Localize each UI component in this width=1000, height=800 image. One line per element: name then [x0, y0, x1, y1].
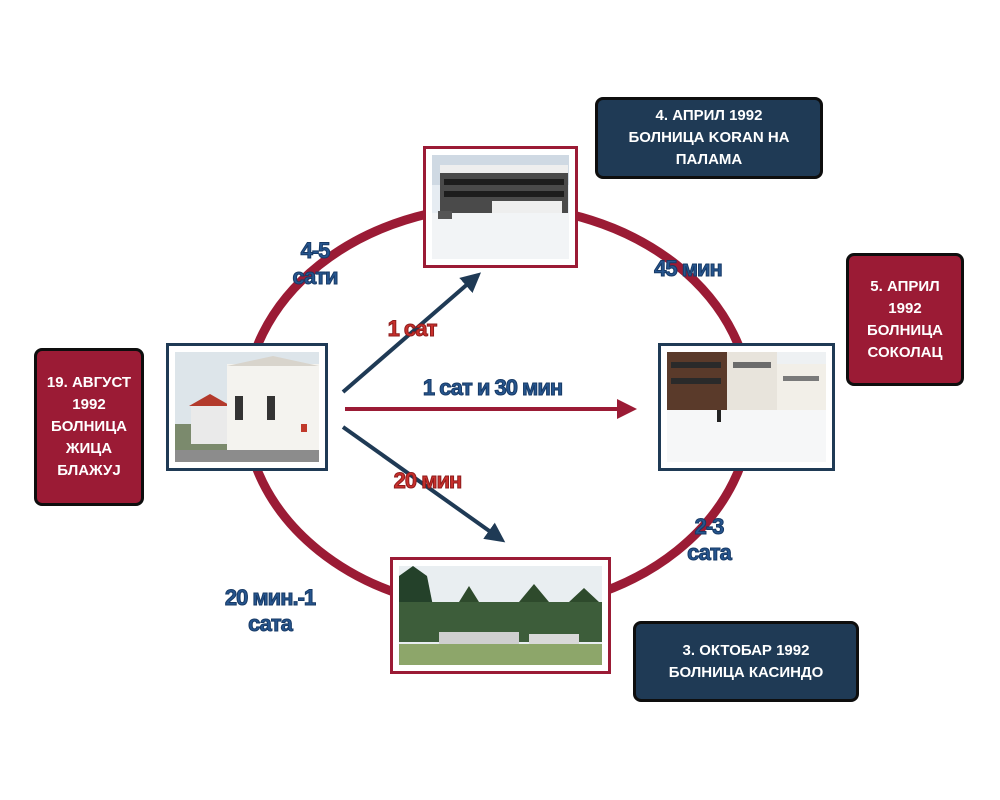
- arrow-to-koran: [341, 272, 482, 394]
- zica-building-image: [175, 352, 319, 462]
- kasindo-building-image: [399, 566, 602, 665]
- time-zica-to-koran: 4-5 сати: [292, 238, 339, 290]
- time-arrow-kasindo: 20 мин: [393, 468, 463, 494]
- koran-building-image: [432, 155, 569, 259]
- photo-hospital-kasindo: [390, 557, 611, 674]
- arrow-to-kasindo: [341, 425, 506, 543]
- label-kasindo-hospital: 3. ОКТОБАР 1992 БОЛНИЦА КАСИНДО: [633, 621, 859, 702]
- label-sokolac-hospital: 5. АПРИЛ 1992 БОЛНИЦА СОКОЛАЦ: [846, 253, 964, 386]
- time-arrow-koran: 1 сат: [387, 316, 438, 342]
- photo-hospital-koran: [423, 146, 578, 268]
- sokolac-building-image: [667, 352, 826, 462]
- label-zica-hospital: 19. АВГУСТ 1992 БОЛНИЦА ЖИЦА БЛАЖУЈ: [34, 348, 144, 506]
- time-kasindo-to-zica: 20 мин.-1 сата: [224, 585, 316, 637]
- time-sokolac-to-kasindo: 2-3 сата: [687, 514, 733, 566]
- photo-hospital-sokolac: [658, 343, 835, 471]
- time-koran-to-sokolac: 45 мин: [654, 256, 724, 282]
- photo-hospital-zica: [166, 343, 328, 471]
- label-koran-hospital: 4. АПРИЛ 1992 БОЛНИЦА KORAN НА ПАЛАМА: [595, 97, 823, 179]
- time-arrow-sokolac: 1 сат и 30 мин: [422, 375, 563, 401]
